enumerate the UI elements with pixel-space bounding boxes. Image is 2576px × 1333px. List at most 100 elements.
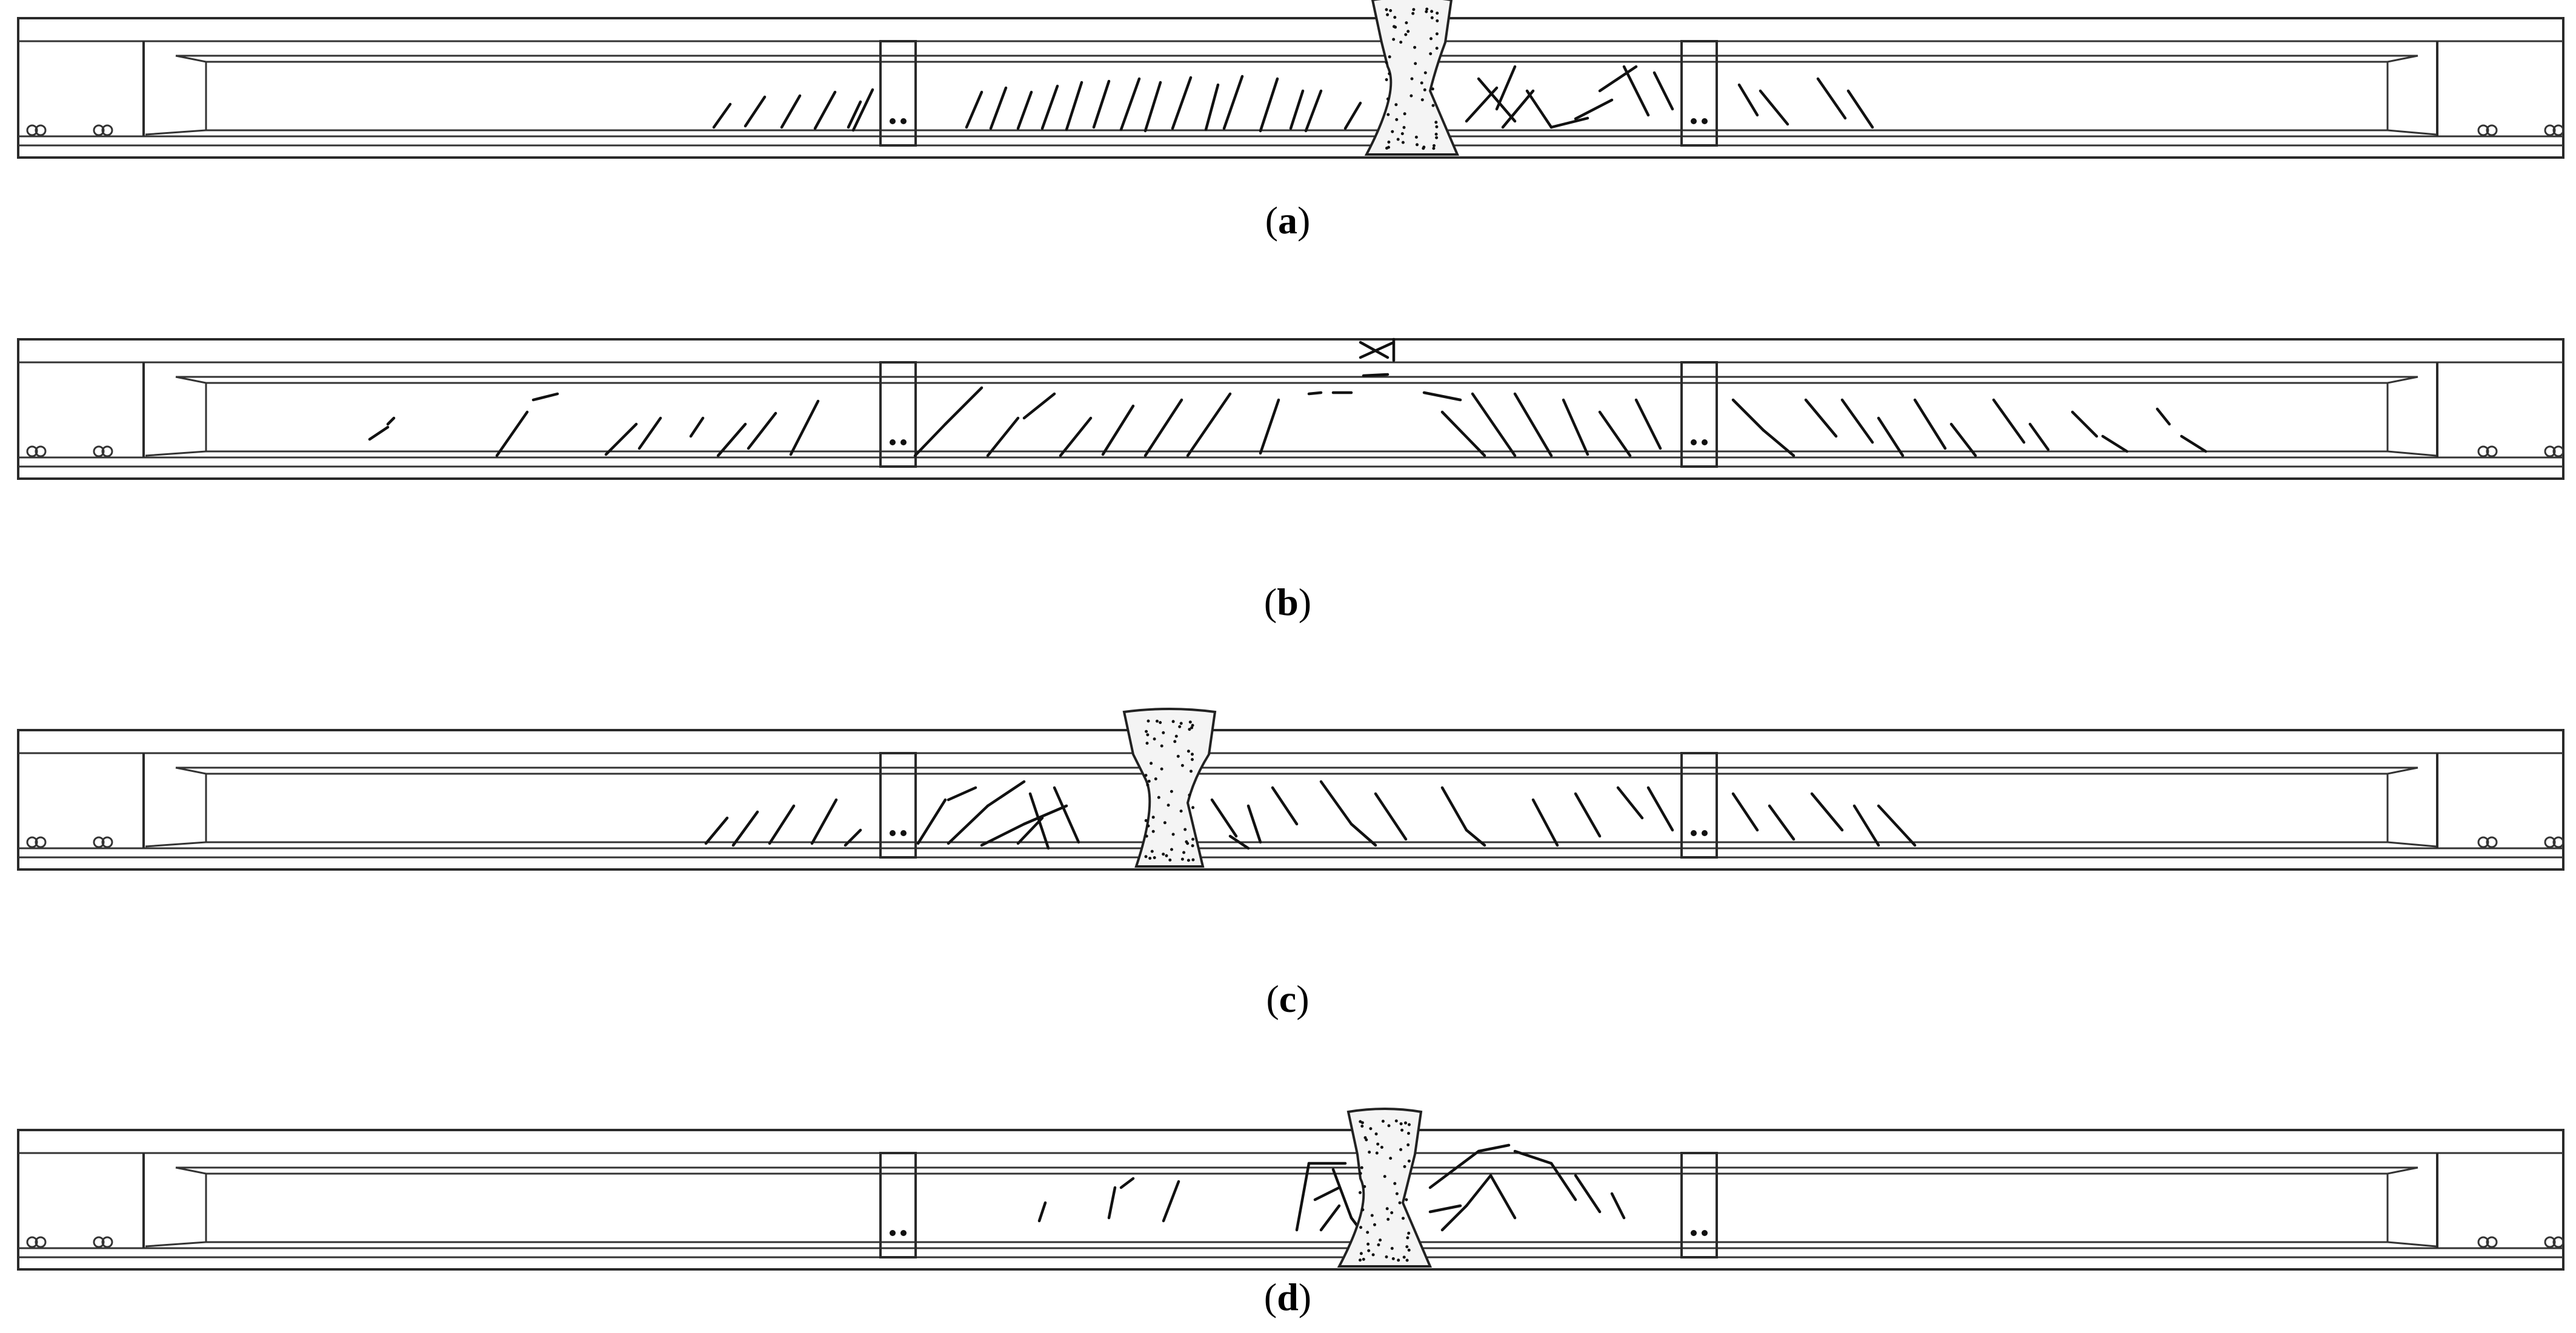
concrete-speckle: [1420, 98, 1424, 102]
crack-line: [1846, 89, 1874, 129]
crack-line: [989, 86, 1008, 130]
concrete-speckle: [1362, 1257, 1365, 1261]
channel-top-edge: [175, 1166, 2418, 1175]
crack-line: [2155, 407, 2171, 426]
concrete-speckle: [1145, 730, 1148, 733]
concrete-speckle: [1435, 47, 1439, 50]
concrete-speckle: [1431, 87, 1434, 91]
concrete-speckle: [1387, 141, 1391, 144]
crack-line: [1059, 416, 1093, 457]
crack-line: [1646, 786, 1674, 832]
crack-line: [1016, 90, 1033, 130]
concrete-speckle: [1162, 853, 1165, 856]
crack-line: [1422, 391, 1462, 402]
concrete-speckle: [1385, 147, 1388, 150]
crack-line: [604, 422, 638, 456]
concrete-speckle: [1433, 144, 1436, 147]
crack-line: [980, 822, 1026, 847]
crack-line: [1804, 398, 1838, 438]
concrete-speckle: [1431, 104, 1435, 107]
caption-close-paren: ): [1299, 580, 1311, 623]
crack-line: [386, 416, 396, 426]
channel-left-end: [145, 383, 207, 457]
beam-panel-b: (b): [17, 337, 2564, 623]
concrete-speckle: [1406, 1236, 1409, 1240]
concrete-speckle: [1403, 1165, 1406, 1168]
crack-line: [1210, 798, 1238, 838]
concrete-speckle: [1186, 750, 1190, 753]
concrete-speckle: [1432, 147, 1436, 150]
concrete-speckle: [1385, 61, 1388, 64]
crack-line: [1331, 1168, 1353, 1220]
crack-line: [1992, 398, 2026, 444]
crack-line: [716, 422, 747, 457]
crack-line: [1092, 79, 1111, 129]
concrete-speckle: [1394, 25, 1397, 29]
concrete-speckle: [1413, 45, 1417, 49]
bolt-dot: [1702, 118, 1708, 124]
concrete-speckle: [1396, 138, 1400, 141]
crack-line: [1477, 1143, 1511, 1153]
crack-line: [747, 411, 777, 450]
concrete-speckle: [1183, 828, 1187, 831]
end-bolt-symbol: [93, 1236, 105, 1248]
end-bolt-symbol: [2486, 124, 2498, 136]
concrete-speckle: [1150, 849, 1154, 853]
concrete-speckle: [1160, 767, 1163, 771]
crack-line: [1428, 1168, 1456, 1189]
concrete-speckle: [1389, 9, 1393, 12]
concrete-speckle: [1182, 851, 1186, 854]
concrete-speckle: [1385, 78, 1388, 81]
end-bolt-symbol: [2477, 445, 2489, 457]
concrete-speckle: [1399, 1148, 1403, 1151]
concrete-speckle: [1153, 856, 1156, 859]
crack-line: [1271, 786, 1299, 826]
crack-line: [1731, 398, 1765, 432]
crack-line: [637, 416, 662, 450]
concrete-speckle: [1420, 81, 1423, 85]
concrete-speckle: [1163, 821, 1167, 825]
crack-line: [495, 410, 529, 457]
crack-line: [1119, 1177, 1135, 1189]
crack-line: [965, 90, 983, 129]
end-bolt-symbol: [101, 445, 113, 457]
crack-line: [1598, 410, 1632, 457]
crack-line: [1259, 398, 1280, 455]
crack-line: [947, 804, 990, 845]
end-bolt-symbol: [101, 1236, 113, 1248]
concrete-speckle: [1191, 858, 1195, 862]
crack-line: [2028, 422, 2050, 451]
beam-outline: [17, 338, 2564, 480]
crack-line: [1440, 1204, 1468, 1232]
concrete-speckle: [1391, 130, 1394, 133]
concrete-speckle: [1150, 762, 1153, 765]
concrete-speckle: [1434, 121, 1438, 124]
crack-line: [1304, 89, 1323, 133]
concrete-speckle: [1402, 125, 1406, 129]
crack-line: [1028, 792, 1050, 850]
crack-line: [1453, 1149, 1480, 1171]
channel-left-end: [145, 62, 207, 136]
concrete-speckle: [1399, 1122, 1403, 1126]
crack-line: [1289, 89, 1305, 130]
concrete-speckle: [1363, 1136, 1367, 1140]
crack-line: [1574, 98, 1614, 121]
end-bolt-symbol: [26, 836, 38, 848]
end-bolt-symbol: [2486, 1236, 2498, 1248]
end-bolt-symbol: [2552, 1236, 2564, 1248]
crack-line: [1531, 798, 1559, 847]
concrete-speckle: [1363, 1185, 1366, 1188]
concrete-speckle: [1191, 758, 1194, 761]
crack-line: [1562, 398, 1589, 456]
end-bolt-symbol: [2552, 124, 2564, 136]
crack-line: [810, 798, 838, 845]
bolt-dot: [900, 1230, 907, 1236]
concrete-speckle: [1391, 1257, 1395, 1260]
crack-line: [844, 828, 862, 847]
bolt-dot: [890, 1230, 896, 1236]
crack-line: [1622, 65, 1650, 117]
crack-line: [1065, 81, 1083, 131]
crack-line: [986, 416, 1020, 457]
concrete-speckle: [1179, 722, 1183, 725]
